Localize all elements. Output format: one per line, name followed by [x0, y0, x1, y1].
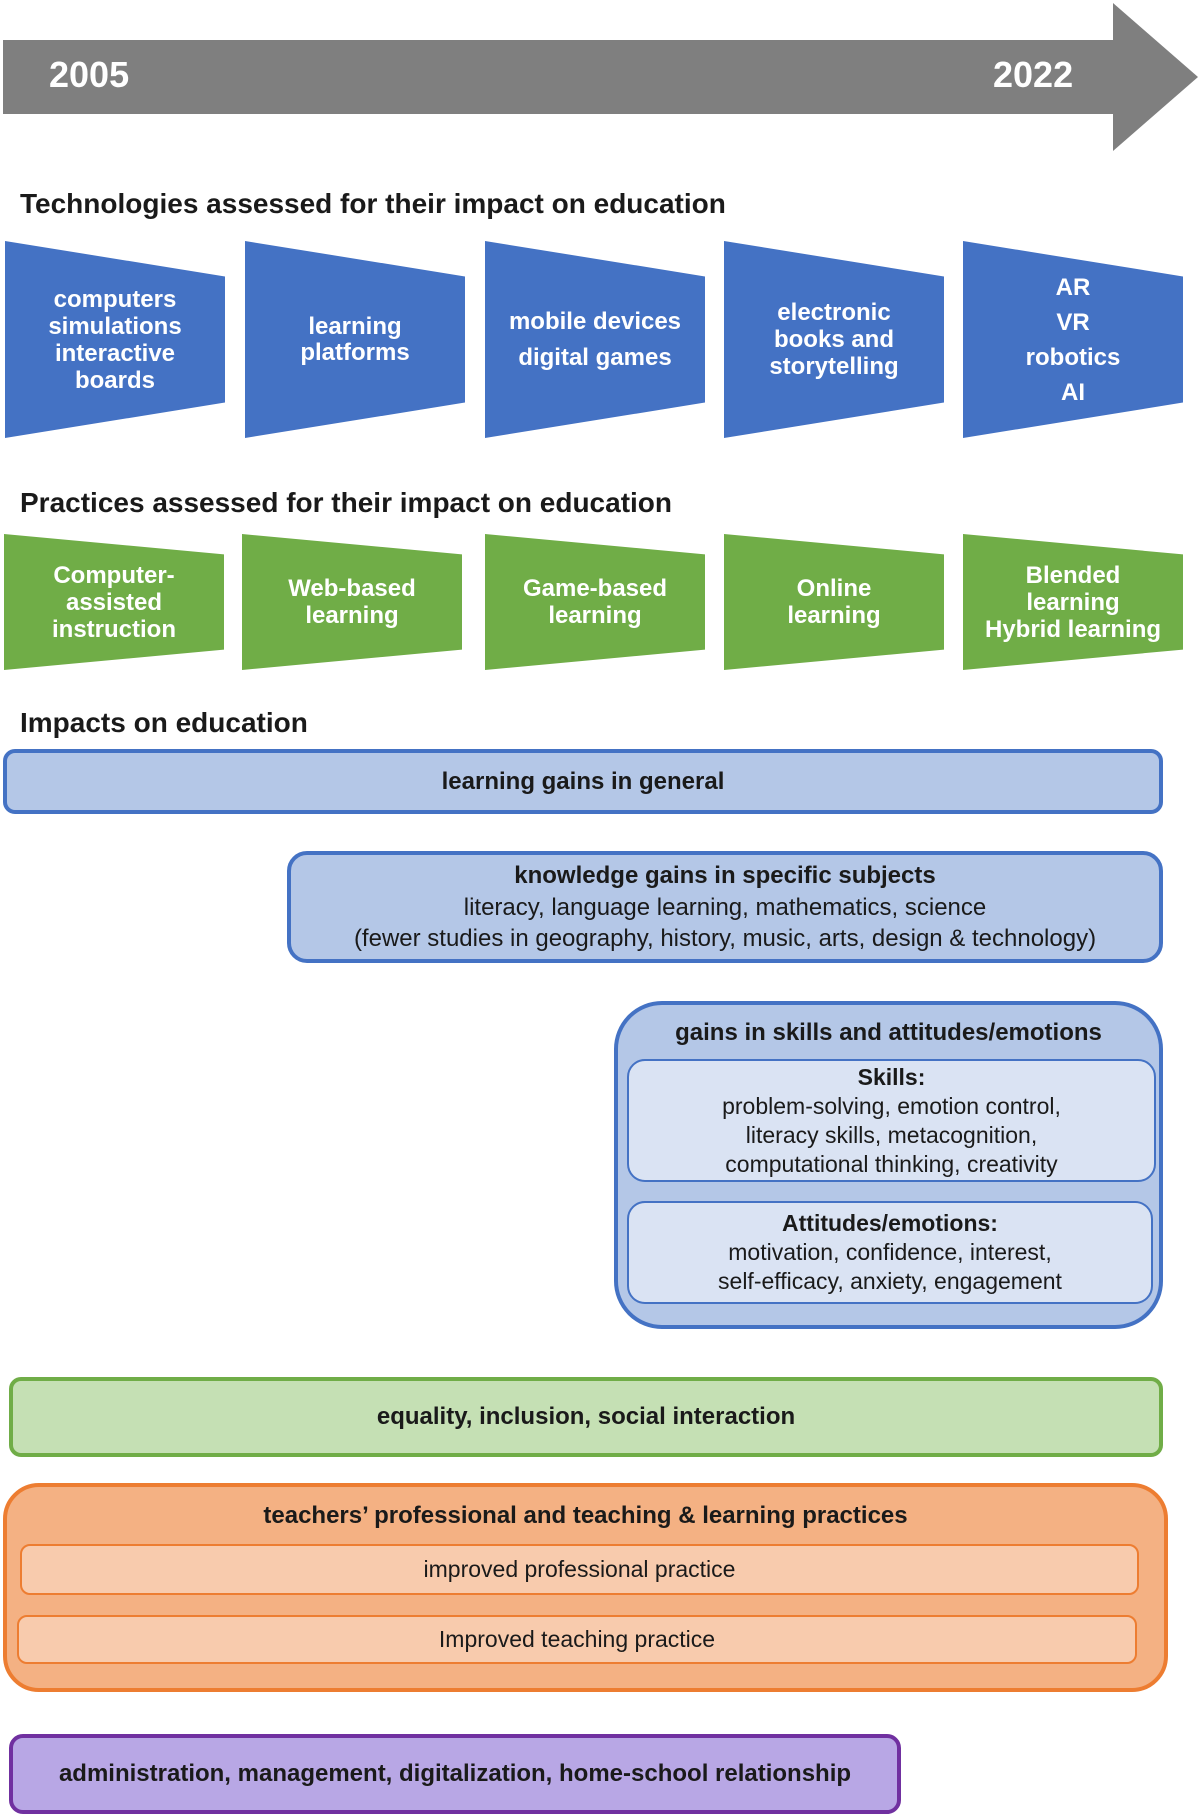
skills-line: computational thinking, creativity	[725, 1150, 1058, 1177]
technology-line: robotics	[1025, 343, 1121, 371]
practice-line: learning	[1026, 588, 1120, 616]
technology-learning-platforms: learning platforms	[245, 241, 465, 438]
knowledge-gains-title: knowledge gains in specific subjects	[514, 861, 936, 889]
administration-box: administration, management, digitalizati…	[9, 1734, 901, 1814]
teaching-practice-label: Improved teaching practice	[438, 1626, 716, 1652]
teaching-practice-item: Improved teaching practice	[17, 1615, 1137, 1664]
attitudes-box: Attitudes/emotions: motivation, confiden…	[627, 1201, 1153, 1304]
knowledge-gains-fewer-studies: (fewer studies in geography, history, mu…	[353, 924, 1097, 952]
technology-line: storytelling	[769, 353, 899, 380]
learning-gains-box: learning gains in general	[3, 749, 1163, 814]
attitudes-line: motivation, confidence, interest,	[728, 1239, 1052, 1265]
technology-ar-vr-robotics-ai: AR VR robotics AI	[963, 241, 1183, 438]
skills-box: Skills: problem-solving, emotion control…	[627, 1059, 1156, 1182]
technologies-heading: Technologies assessed for their impact o…	[20, 188, 726, 219]
technology-line: interactive	[54, 339, 176, 367]
practice-blended-hybrid-learning: Blended learning Hybrid learning	[963, 534, 1183, 670]
practice-line: learning	[305, 602, 399, 629]
practice-line: Web-based	[288, 575, 416, 602]
practice-line: Online	[796, 575, 872, 602]
professional-practice-label: improved professional practice	[423, 1556, 736, 1582]
practice-line: Game-based	[522, 575, 668, 602]
practice-game-based-learning: Game-based learning	[485, 534, 705, 670]
technology-line: platforms	[300, 338, 410, 366]
skills-line: problem-solving, emotion control,	[722, 1092, 1061, 1119]
technology-line: AR	[1055, 273, 1091, 301]
skills-attitudes-box: gains in skills and attitudes/emotions S…	[614, 1001, 1163, 1329]
timeline-arrow-shape	[3, 3, 1198, 151]
equality-box: equality, inclusion, social interaction	[9, 1377, 1163, 1457]
impacts-heading: Impacts on education	[20, 707, 308, 738]
technology-line: mobile devices	[508, 307, 682, 335]
practice-online-learning: Online learning	[724, 534, 944, 670]
technology-line: VR	[1056, 308, 1090, 336]
practice-line: Blended	[1025, 561, 1121, 589]
knowledge-gains-subjects: literacy, language learning, mathematics…	[463, 893, 987, 921]
practice-line: learning	[548, 602, 642, 629]
technology-line: simulations	[48, 312, 182, 340]
practice-web-based-learning: Web-based learning	[242, 534, 462, 670]
technology-computers: computers simulations interactive boards	[5, 241, 225, 438]
attitudes-line: self-efficacy, anxiety, engagement	[718, 1268, 1062, 1294]
skills-line: literacy skills, metacognition,	[745, 1121, 1038, 1148]
timeline-end-year: 2022	[993, 54, 1074, 95]
timeline-start-year: 2005	[49, 54, 130, 95]
practice-line: assisted	[65, 588, 163, 616]
skills-attitudes-title: gains in skills and attitudes/emotions	[675, 1019, 1102, 1046]
skills-title: Skills:	[857, 1063, 926, 1090]
knowledge-gains-box: knowledge gains in specific subjects lit…	[287, 851, 1163, 963]
practice-line: learning	[787, 602, 881, 629]
learning-gains-label: learning gains in general	[441, 767, 725, 795]
teachers-practices-box: teachers’ professional and teaching & le…	[3, 1483, 1168, 1692]
technology-line: books and	[773, 326, 894, 353]
practice-line: Hybrid learning	[984, 615, 1162, 643]
practices-heading: Practices assessed for their impact on e…	[20, 487, 673, 518]
practice-computer-assisted-instruction: Computer- assisted instruction	[4, 534, 224, 670]
equality-label: equality, inclusion, social interaction	[376, 1403, 796, 1430]
practice-line: instruction	[52, 615, 176, 643]
technology-line: AI	[1061, 378, 1085, 406]
technology-line: boards	[74, 366, 155, 394]
technology-mobile-devices: mobile devices digital games	[485, 241, 705, 438]
timeline-arrow	[3, 3, 1198, 151]
teachers-practices-title: teachers’ professional and teaching & le…	[263, 1502, 908, 1529]
technology-line: learning	[308, 312, 402, 340]
technology-line: computers	[53, 285, 177, 313]
practice-line: Computer-	[53, 561, 175, 589]
attitudes-title: Attitudes/emotions:	[782, 1210, 998, 1236]
technology-line: digital games	[518, 343, 672, 371]
administration-label: administration, management, digitalizati…	[58, 1760, 852, 1787]
technology-line: electronic	[777, 299, 891, 326]
professional-practice-item: improved professional practice	[20, 1544, 1139, 1595]
technology-electronic-books: electronic books and storytelling	[724, 241, 944, 438]
